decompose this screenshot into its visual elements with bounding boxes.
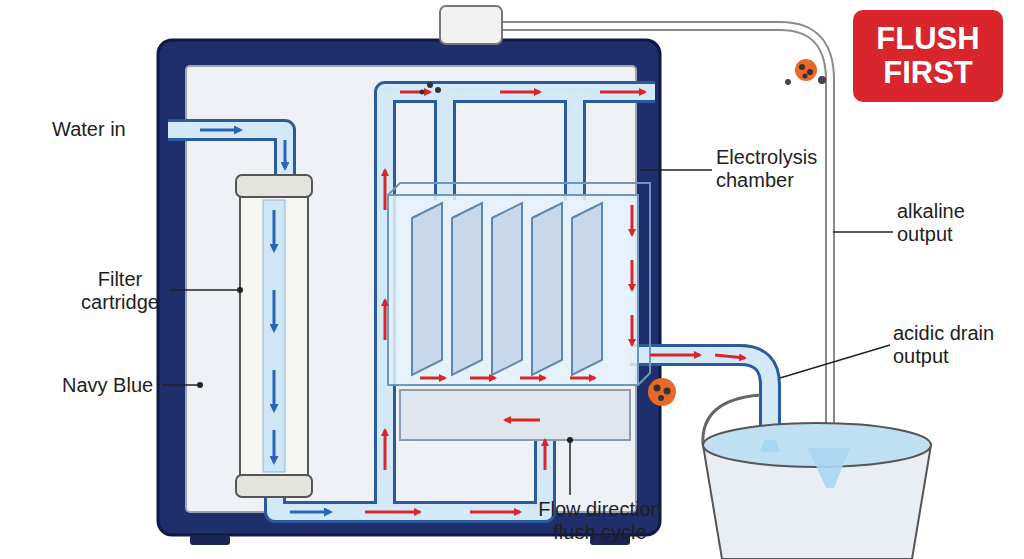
part-label: Filter cartridge (72, 268, 168, 314)
box-text: FLUSH FIRST (873, 22, 983, 90)
inlet-label: Water in (52, 118, 152, 141)
flow-label: Flow direction flush cycle (520, 498, 680, 544)
warning-box: FLUSH FIRST (853, 10, 1003, 102)
output-label: acidic drain output (893, 322, 1023, 368)
color-label: Navy Blue (62, 374, 162, 397)
part-label: Electrolysis chamber (716, 146, 856, 192)
output-label: alkaline output (897, 200, 1007, 246)
